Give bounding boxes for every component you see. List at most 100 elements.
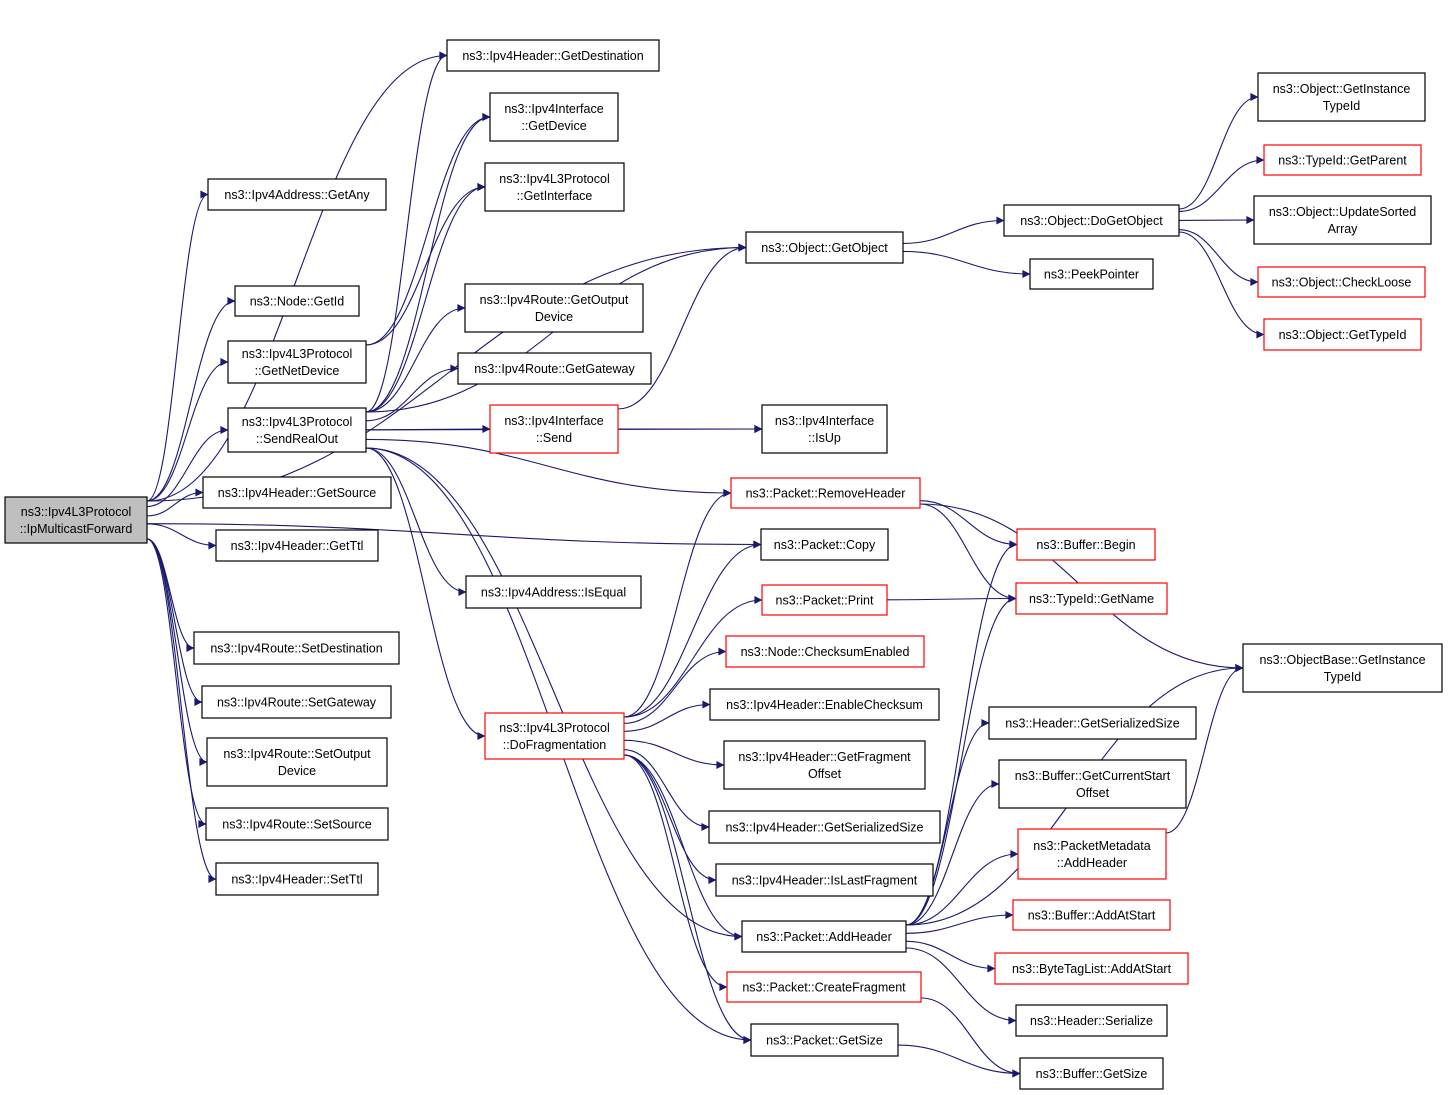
node-objDoGetObject[interactable]: ns3::Object::DoGetObject (1003, 204, 1180, 237)
node-box (988, 706, 1197, 740)
node-routeGetGateway[interactable]: ns3::Ipv4Route::GetGateway (457, 352, 652, 385)
edge-root-to-sendRealOut (146, 426, 229, 508)
node-ifaceSend[interactable]: ns3::Ipv4Interface::Send (489, 404, 619, 454)
node-bufAddAtStart[interactable]: ns3::Buffer::AddAtStart (1012, 899, 1171, 931)
node-setTtl[interactable]: ns3::Ipv4Header::SetTtl (215, 862, 379, 896)
node-box (206, 737, 388, 787)
node-box (745, 231, 904, 264)
node-l3GetInterface[interactable]: ns3::Ipv4L3Protocol::GetInterface (484, 162, 625, 212)
edge-l3GetNetDevice-to-ifaceGetDevice (365, 113, 491, 346)
node-getSource[interactable]: ns3::Ipv4Header::GetSource (202, 476, 392, 509)
node-label: ns3::Header::Serialize (1030, 1014, 1153, 1028)
edge-sendRealOut-to-doFragmentation (365, 447, 486, 740)
node-ifaceGetDevice[interactable]: ns3::Ipv4Interface::GetDevice (489, 92, 619, 142)
node-pktRemoveHeader[interactable]: ns3::Packet::RemoveHeader (730, 477, 921, 509)
node-typeIdGetParent[interactable]: ns3::TypeId::GetParent (1263, 144, 1422, 176)
edge-sendRealOut-to-addrIsEqual (365, 447, 467, 596)
node-label: ns3::Buffer::GetSize (1036, 1067, 1148, 1081)
node-label: ::Send (536, 431, 572, 445)
node-pktCopy[interactable]: ns3::Packet::Copy (760, 528, 889, 561)
node-headerSerialize[interactable]: ns3::Header::Serialize (1015, 1004, 1168, 1037)
edge-objDoGetObject-to-typeIdGetParent (1178, 156, 1265, 212)
edge-sendRealOut-to-routeGetOutputDevice (365, 304, 466, 413)
node-pktPrint[interactable]: ns3::Packet::Print (761, 584, 888, 616)
edge-pktRemoveHeader-to-bufBegin (919, 500, 1018, 549)
node-box (193, 631, 400, 665)
node-ifaceIsUp[interactable]: ns3::Ipv4Interface::IsUp (761, 404, 888, 454)
node-byteTagListAddAtStart[interactable]: ns3::ByteTagList::AddAtStart (994, 952, 1189, 985)
node-label: ns3::Ipv4Header::GetDestination (462, 49, 643, 63)
node-pktCreateFragment[interactable]: ns3::Packet::CreateFragment (726, 971, 922, 1003)
node-box (489, 92, 619, 142)
node-label: ns3::Packet::GetSize (766, 1034, 883, 1048)
node-nodeChecksumEnabled[interactable]: ns3::Node::ChecksumEnabled (725, 635, 925, 668)
node-getTtl[interactable]: ns3::Ipv4Header::GetTtl (215, 529, 379, 562)
node-pktGetSize[interactable]: ns3::Packet::GetSize (750, 1023, 899, 1057)
edge-pktAddHeader-to-bufAddAtStart (905, 911, 1014, 934)
node-label: ns3::Ipv4Header::GetTtl (231, 539, 364, 553)
node-setSource[interactable]: ns3::Ipv4Route::SetSource (205, 807, 389, 841)
node-label: Device (278, 764, 316, 778)
node-bufBegin[interactable]: ns3::Buffer::Begin (1016, 528, 1156, 561)
node-label: ns3::Ipv4Address::IsEqual (481, 586, 626, 600)
node-box (215, 862, 379, 896)
node-addrGetAny[interactable]: ns3::Ipv4Address::GetAny (207, 178, 387, 211)
node-objGetObject[interactable]: ns3::Object::GetObject (745, 231, 904, 264)
node-box (489, 404, 619, 454)
node-getDestination[interactable]: ns3::Ipv4Header::GetDestination (446, 39, 660, 72)
node-metaAddHeader[interactable]: ns3::PacketMetadata::AddHeader (1017, 828, 1167, 880)
node-hdrIsLastFragment[interactable]: ns3::Ipv4Header::IsLastFragment (715, 863, 934, 897)
edge-doFragmentation-to-hdrGetFragmentOffset (623, 739, 725, 769)
node-box (1257, 72, 1426, 122)
node-box (708, 810, 941, 844)
node-label: ns3::Ipv4L3Protocol (499, 172, 610, 186)
node-objCheckLoose[interactable]: ns3::Object::CheckLoose (1257, 266, 1426, 298)
edge-doFragmentation-to-nodeChecksumEnabled (623, 647, 727, 724)
node-label: ns3::Ipv4Route::GetGateway (474, 362, 635, 376)
node-l3GetNetDevice[interactable]: ns3::Ipv4L3Protocol::GetNetDevice (227, 340, 367, 384)
node-label: ns3::Ipv4Route::GetOutput (480, 293, 629, 307)
node-setGateway[interactable]: ns3::Ipv4Route::SetGateway (201, 685, 392, 719)
node-label: ::AddHeader (1057, 856, 1127, 870)
edge-doFragmentation-to-hdrEnableChecksum (623, 700, 711, 732)
node-pktAddHeader[interactable]: ns3::Packet::AddHeader (741, 920, 907, 953)
node-label: ns3::ObjectBase::GetInstance (1259, 653, 1425, 667)
node-sendRealOut[interactable]: ns3::Ipv4L3Protocol::SendRealOut (227, 407, 367, 453)
node-root[interactable]: ns3::Ipv4L3Protocol::IpMulticastForward (4, 496, 148, 544)
node-box (1263, 318, 1422, 351)
node-label: ns3::Node::GetId (250, 295, 345, 309)
node-nodeGetId[interactable]: ns3::Node::GetId (234, 285, 360, 317)
node-bufGetSize[interactable]: ns3::Buffer::GetSize (1019, 1057, 1164, 1090)
node-label: ns3::Packet::RemoveHeader (746, 487, 906, 501)
node-label: TypeId (1324, 670, 1362, 684)
node-box (726, 971, 922, 1003)
node-box (725, 635, 925, 668)
node-ipv4HdrGetSerializedSize[interactable]: ns3::Ipv4Header::GetSerializedSize (708, 810, 941, 844)
node-headerGetSerializedSize[interactable]: ns3::Header::GetSerializedSize (988, 706, 1197, 740)
node-doFragmentation[interactable]: ns3::Ipv4L3Protocol::DoFragmentation (484, 712, 625, 760)
node-label: ns3::PeekPointer (1044, 268, 1139, 282)
node-typeIdGetName[interactable]: ns3::TypeId::GetName (1015, 582, 1168, 615)
node-setDestination[interactable]: ns3::Ipv4Route::SetDestination (193, 631, 400, 665)
node-box (715, 863, 934, 897)
node-objGetTypeId[interactable]: ns3::Object::GetTypeId (1263, 318, 1422, 351)
node-label: ns3::TypeId::GetName (1029, 592, 1154, 606)
node-label: ns3::Header::GetSerializedSize (1005, 717, 1179, 731)
node-addrIsEqual[interactable]: ns3::Ipv4Address::IsEqual (465, 575, 642, 609)
node-label: ns3::Object::GetInstance (1273, 82, 1411, 96)
node-peekPointer[interactable]: ns3::PeekPointer (1029, 258, 1154, 290)
node-box (1017, 828, 1167, 880)
edge-objDoGetObject-to-objGetInstanceTypeId (1178, 93, 1259, 210)
edge-sendRealOut-to-pktRemoveHeader (365, 438, 732, 497)
node-hdrEnableChecksum[interactable]: ns3::Ipv4Header::EnableChecksum (709, 688, 940, 721)
edge-pktAddHeader-to-byteTagListAddAtStart (905, 940, 996, 973)
edge-pktPrint-to-typeIdGetName (886, 594, 1017, 603)
node-box (457, 352, 652, 385)
